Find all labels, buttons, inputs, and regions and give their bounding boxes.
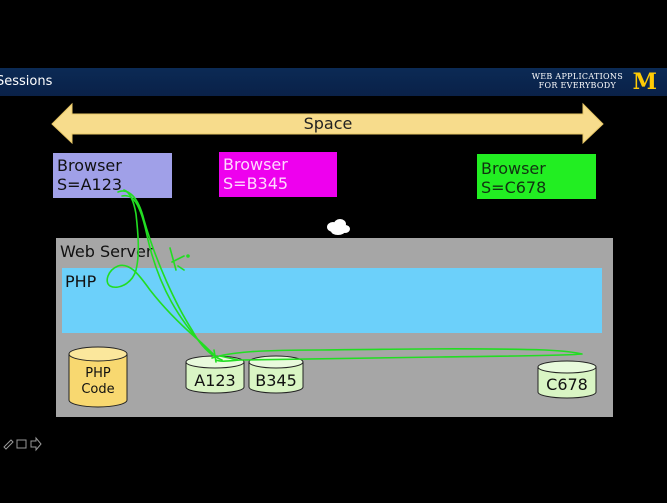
session-a123-database-icon	[185, 355, 245, 394]
university-logo: M	[632, 69, 657, 95]
brand-line-2: FOR EVERYBODY	[538, 81, 617, 90]
php-code-line-2: Code	[81, 382, 115, 397]
browser-label: Browser	[481, 159, 546, 178]
session-c678-database-icon	[537, 360, 597, 399]
space-arrow	[51, 102, 604, 145]
toolbar-icons	[3, 436, 42, 452]
browser-label: Browser	[223, 155, 288, 174]
browser-box-a123: Browser S=A123	[53, 153, 172, 198]
arrow-right-icon	[30, 436, 42, 452]
cloud-icon	[327, 219, 350, 235]
notes-icon	[16, 439, 27, 449]
web-server-label: Web Server	[60, 242, 153, 261]
web-server-box: Web Server PHP	[56, 238, 613, 417]
browser-label: Browser	[57, 156, 122, 175]
php-label: PHP	[65, 272, 97, 291]
pencil-icon	[3, 439, 14, 450]
php-code-label: PHP Code	[69, 366, 127, 398]
title-bar: Sessions WEB APPLICATIONS FOR EVERYBODY …	[0, 68, 667, 96]
session-a123-label: A123	[194, 371, 236, 390]
browser-session-id: S=C678	[481, 178, 547, 197]
php-code-database-icon	[68, 346, 128, 408]
browser-session-id: S=B345	[223, 174, 289, 193]
php-code-line-1: PHP	[85, 366, 111, 381]
browser-box-b345: Browser S=B345	[219, 152, 337, 197]
slide-title: Sessions	[0, 74, 53, 89]
session-c678-label: C678	[546, 375, 588, 394]
browser-box-c678: Browser S=C678	[477, 154, 596, 199]
php-band: PHP	[62, 268, 602, 333]
space-label: Space	[303, 114, 353, 133]
session-b345-label: B345	[255, 371, 297, 390]
brand-text: WEB APPLICATIONS FOR EVERYBODY	[532, 72, 623, 90]
annotation-strokes	[106, 189, 583, 363]
brand-line-1: WEB APPLICATIONS	[531, 72, 623, 81]
browser-session-id: S=A123	[57, 175, 123, 194]
